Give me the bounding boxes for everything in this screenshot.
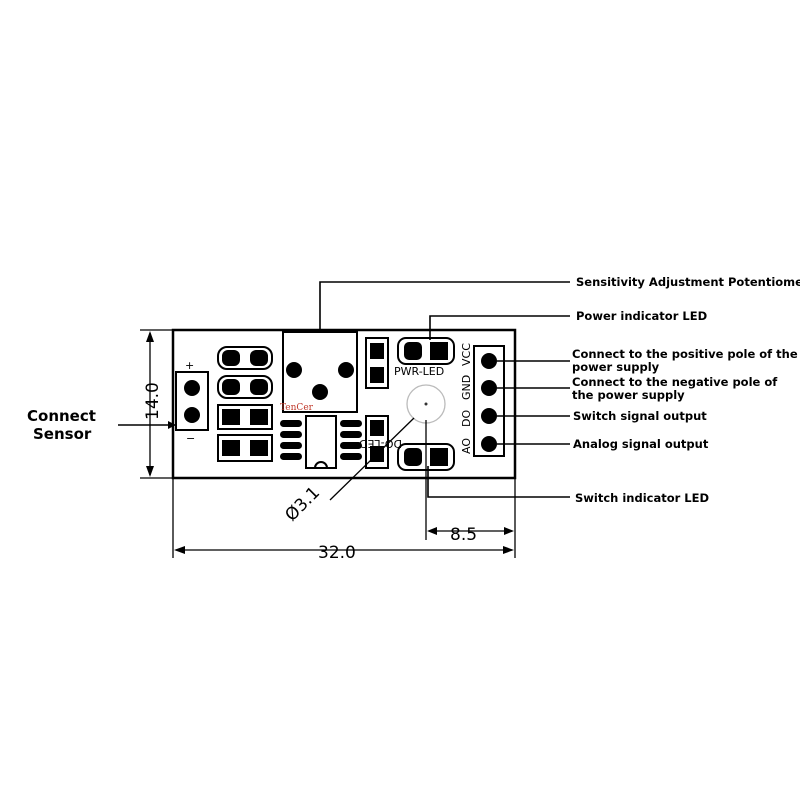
ao-label: AO <box>460 438 473 454</box>
minus-label: − <box>186 432 195 445</box>
pin-vcc <box>481 353 497 369</box>
pin-ao <box>481 436 497 452</box>
output-header <box>473 345 505 457</box>
annotation-ao: Analog signal output <box>573 437 709 451</box>
sensor-header <box>175 371 209 431</box>
pin-gnd <box>481 380 497 396</box>
smd-pad-cluster <box>217 346 273 462</box>
annotation-gnd-1: Connect to the negative pole of <box>572 375 778 389</box>
annotation-switch-led: Switch indicator LED <box>575 491 709 505</box>
height-dimension-label: 14.0 <box>143 382 163 420</box>
pot-pin-3 <box>312 384 328 400</box>
connect-label-2: Sensor <box>33 425 92 443</box>
hole-dimension-label: Ø3.1 <box>281 483 324 526</box>
connect-label-1: Connect <box>27 407 96 425</box>
power-led <box>397 337 455 365</box>
do-led-label: DO-LED <box>359 437 402 450</box>
gnd-label: GND <box>460 375 473 400</box>
sensor-pin-minus <box>184 407 200 423</box>
pin-do <box>481 408 497 424</box>
vcc-label: VCC <box>460 343 473 366</box>
sensor-pin-plus <box>184 380 200 396</box>
annotation-do: Switch signal output <box>573 409 707 423</box>
annotation-vcc-2: power supply <box>572 360 660 374</box>
leader-potentiometer <box>319 281 570 332</box>
pwr-led-label: PWR-LED <box>394 365 444 378</box>
leader-switch-led <box>427 466 570 498</box>
hole-dimension-leader <box>329 417 415 501</box>
comparator-chip <box>280 415 362 469</box>
leader-power-led <box>429 315 570 340</box>
plus-label: + <box>185 359 194 372</box>
do-label: DO <box>460 410 473 427</box>
dimension-width <box>172 478 516 558</box>
smd-component-top <box>365 337 389 389</box>
annotation-power-led: Power indicator LED <box>576 309 707 323</box>
offset-dimension-label: 8.5 <box>450 525 477 545</box>
pot-pin-2 <box>338 362 354 378</box>
smd-component-bottom <box>365 415 389 469</box>
annotation-vcc-1: Connect to the positive pole of the <box>572 347 798 361</box>
annotation-gnd-2: the power supply <box>572 388 685 402</box>
dimension-offset <box>425 420 514 540</box>
pot-pin-1 <box>286 362 302 378</box>
width-dimension-label: 32.0 <box>318 543 356 563</box>
annotation-potentiometer: Sensitivity Adjustment Potentiometer <box>576 275 800 289</box>
dimension-height <box>140 329 173 479</box>
maker-mark: TenCer <box>280 403 314 413</box>
